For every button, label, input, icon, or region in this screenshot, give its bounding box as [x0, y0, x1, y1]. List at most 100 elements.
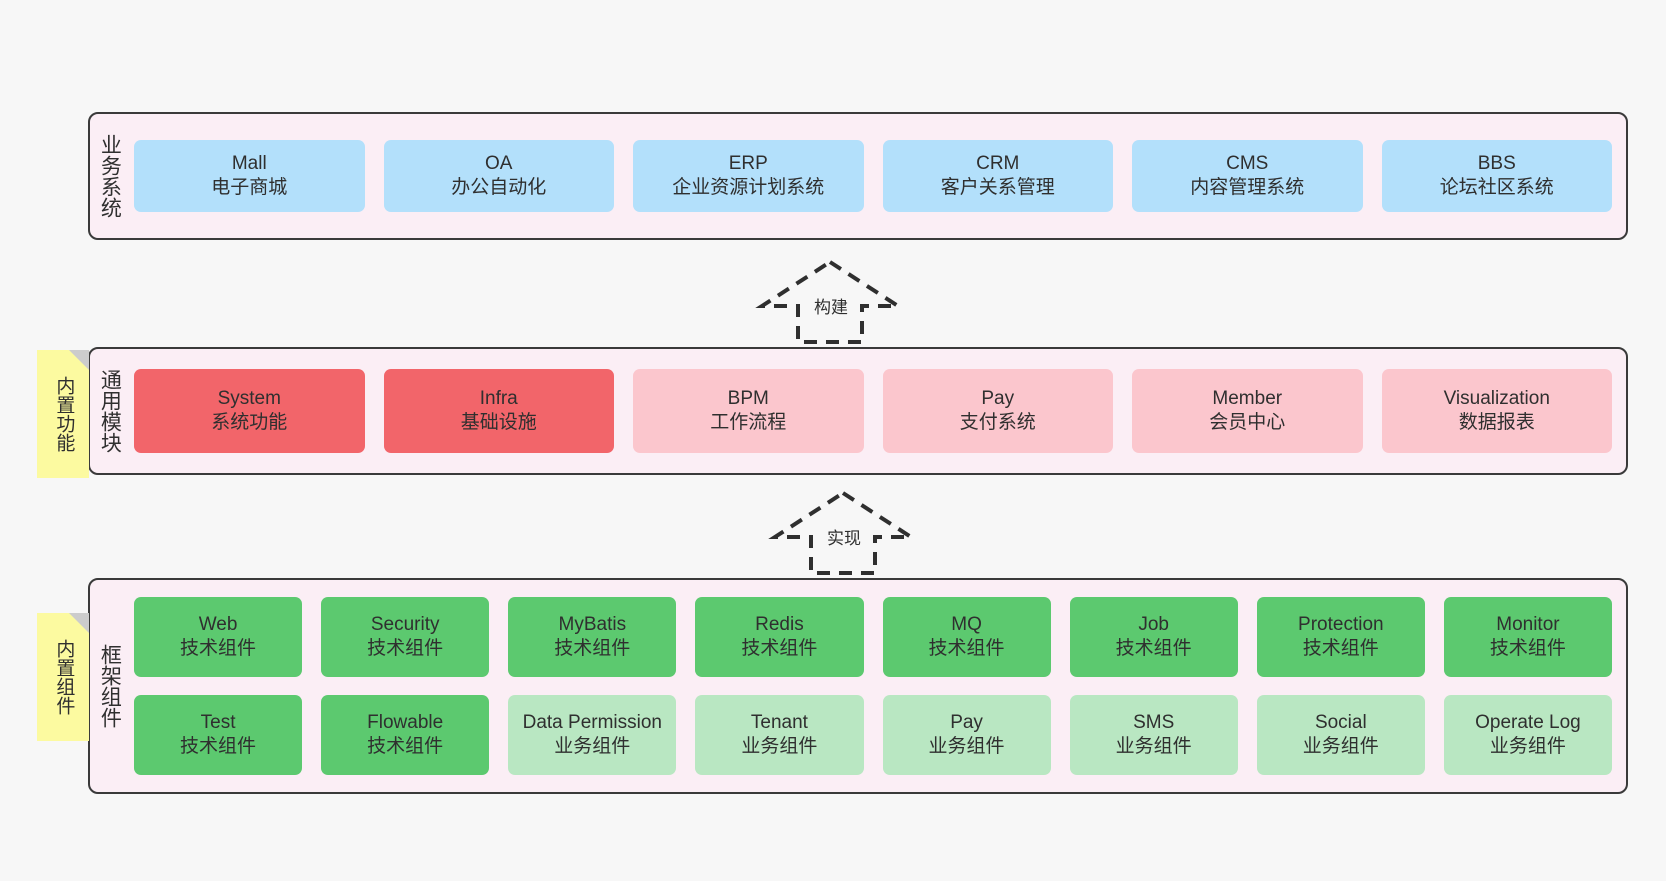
arrow-build: 构建 [755, 258, 905, 344]
card-test[interactable]: Test 技术组件 [134, 695, 303, 775]
card-web[interactable]: Web 技术组件 [134, 597, 303, 677]
card-system[interactable]: System 系统功能 [134, 369, 365, 453]
card-subtitle: 业务组件 [1302, 736, 1379, 757]
card-title: Test [200, 711, 236, 733]
card-subtitle: 基础设施 [460, 412, 537, 433]
card-subtitle: 业务组件 [928, 736, 1005, 757]
card-title: Monitor [1496, 613, 1560, 635]
card-title: CMS [1226, 152, 1269, 174]
card-subtitle: 技术组件 [1302, 638, 1379, 659]
card-mybatis[interactable]: MyBatis 技术组件 [508, 597, 677, 677]
card-title: Social [1314, 711, 1367, 733]
layer-title-modules: 通用模块 [98, 369, 122, 453]
card-security[interactable]: Security 技术组件 [321, 597, 490, 677]
card-subtitle: 业务组件 [741, 736, 818, 757]
arrow-build-label: 构建 [814, 298, 848, 317]
note-label: 内置组件 [53, 639, 75, 715]
card-title: SMS [1133, 711, 1175, 733]
arrow-implement-shape [768, 490, 918, 575]
card-subtitle: 工作流程 [710, 412, 787, 433]
card-title: Redis [755, 613, 804, 635]
card-subtitle: 技术组件 [1489, 638, 1566, 659]
card-subtitle: 电子商城 [211, 177, 288, 198]
card-oa[interactable]: OA 办公自动化 [383, 140, 614, 212]
card-title: OA [485, 152, 513, 174]
card-title: Mall [231, 152, 267, 174]
note-builtin-components: 内置组件 [37, 613, 89, 741]
card-mall[interactable]: Mall 电子商城 [134, 140, 365, 212]
card-subtitle: 技术组件 [928, 638, 1005, 659]
card-title: Member [1212, 387, 1283, 409]
card-subtitle: 业务组件 [1489, 736, 1566, 757]
card-title: Visualization [1443, 387, 1550, 409]
card-operate-log[interactable]: Operate Log 业务组件 [1443, 695, 1612, 775]
card-infra[interactable]: Infra 基础设施 [383, 369, 614, 453]
card-row: Web 技术组件 Security 技术组件 MyBatis 技术组件 Redi… [134, 597, 1612, 677]
card-subtitle: 企业资源计划系统 [672, 177, 825, 198]
card-bbs[interactable]: BBS 论坛社区系统 [1381, 140, 1612, 212]
card-sms[interactable]: SMS 业务组件 [1069, 695, 1238, 775]
card-visualization[interactable]: Visualization 数据报表 [1381, 369, 1612, 453]
card-subtitle: 数据报表 [1458, 412, 1535, 433]
card-title: Job [1138, 613, 1169, 635]
card-title: Security [370, 613, 440, 635]
card-title: Pay [950, 711, 983, 733]
card-title: MQ [951, 613, 982, 635]
card-crm[interactable]: CRM 客户关系管理 [882, 140, 1113, 212]
note-builtin-functions: 内置功能 [37, 350, 89, 478]
card-subtitle: 技术组件 [741, 638, 818, 659]
card-subtitle: 技术组件 [367, 736, 444, 757]
card-subtitle: 技术组件 [367, 638, 444, 659]
card-title: Data Permission [522, 711, 662, 733]
card-subtitle: 内容管理系统 [1190, 177, 1305, 198]
card-title: Infra [479, 387, 518, 409]
layer-body-business: Mall 电子商城 OA 办公自动化 ERP 企业资源计划系统 CRM 客户关系… [128, 114, 1626, 238]
note-label: 内置功能 [53, 376, 75, 452]
card-title: ERP [728, 152, 768, 174]
card-social[interactable]: Social 业务组件 [1256, 695, 1425, 775]
card-data-permission[interactable]: Data Permission 业务组件 [508, 695, 677, 775]
card-title: System [217, 387, 281, 409]
card-title: BPM [727, 387, 769, 409]
card-subtitle: 业务组件 [1115, 736, 1192, 757]
card-pay-business[interactable]: Pay 业务组件 [882, 695, 1051, 775]
card-subtitle: 技术组件 [180, 638, 257, 659]
arrow-implement: 实现 [768, 489, 918, 575]
layer-body-framework: Web 技术组件 Security 技术组件 MyBatis 技术组件 Redi… [128, 580, 1626, 792]
card-redis[interactable]: Redis 技术组件 [695, 597, 864, 677]
card-title: Flowable [367, 711, 444, 733]
card-pay[interactable]: Pay 支付系统 [882, 369, 1113, 453]
layer-framework-components[interactable]: 框架组件 Web 技术组件 Security 技术组件 MyBatis 技术组件… [88, 578, 1628, 794]
card-title: Pay [981, 387, 1015, 409]
layer-title-business: 业务系统 [98, 134, 122, 218]
card-title: Operate Log [1475, 711, 1581, 733]
card-subtitle: 客户关系管理 [940, 177, 1055, 198]
card-member[interactable]: Member 会员中心 [1132, 369, 1363, 453]
layer-title-framework: 框架组件 [98, 644, 122, 728]
card-job[interactable]: Job 技术组件 [1069, 597, 1238, 677]
card-mq[interactable]: MQ 技术组件 [882, 597, 1051, 677]
layer-body-modules: System 系统功能 Infra 基础设施 BPM 工作流程 Pay 支付系统… [128, 349, 1626, 473]
layer-business-systems[interactable]: 业务系统 Mall 电子商城 OA 办公自动化 ERP 企业资源计划系统 CRM… [88, 112, 1628, 240]
card-subtitle: 技术组件 [180, 736, 257, 757]
card-flowable[interactable]: Flowable 技术组件 [321, 695, 490, 775]
card-protection[interactable]: Protection 技术组件 [1256, 597, 1425, 677]
card-title: Web [198, 613, 238, 635]
arrow-build-shape [755, 259, 905, 344]
card-subtitle: 支付系统 [959, 412, 1036, 433]
card-subtitle: 会员中心 [1209, 412, 1286, 433]
card-title: BBS [1477, 152, 1516, 174]
card-tenant[interactable]: Tenant 业务组件 [695, 695, 864, 775]
card-subtitle: 系统功能 [211, 412, 288, 433]
card-erp[interactable]: ERP 企业资源计划系统 [633, 140, 864, 212]
card-row: Test 技术组件 Flowable 技术组件 Data Permission … [134, 695, 1612, 775]
card-monitor[interactable]: Monitor 技术组件 [1443, 597, 1612, 677]
layer-common-modules[interactable]: 通用模块 System 系统功能 Infra 基础设施 BPM 工作流程 Pay… [88, 347, 1628, 475]
card-subtitle: 办公自动化 [451, 177, 547, 198]
card-cms[interactable]: CMS 内容管理系统 [1132, 140, 1363, 212]
card-bpm[interactable]: BPM 工作流程 [633, 369, 864, 453]
card-row: Mall 电子商城 OA 办公自动化 ERP 企业资源计划系统 CRM 客户关系… [134, 140, 1612, 212]
arrow-implement-label: 实现 [827, 529, 861, 548]
card-title: Protection [1298, 613, 1384, 635]
card-subtitle: 论坛社区系统 [1439, 177, 1554, 198]
